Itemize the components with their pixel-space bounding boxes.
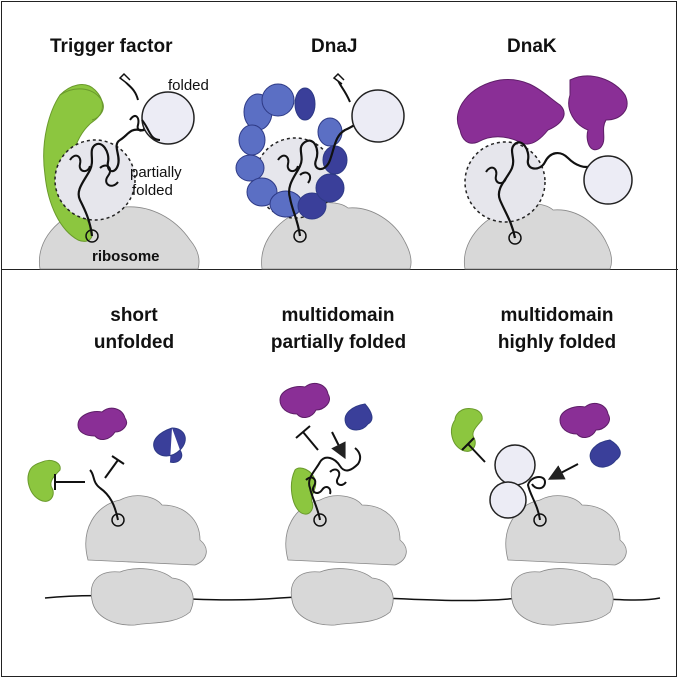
title-dnak: DnaK — [507, 36, 557, 57]
dnak-small-1 — [77, 407, 128, 440]
dnak-small-2 — [279, 383, 330, 418]
folded-domain-bottom-2 — [489, 481, 527, 519]
nascent-chain-short — [89, 469, 119, 521]
folding-zone-tf — [54, 139, 136, 221]
folded-domain-dnak — [583, 155, 633, 205]
folded-domain-dnaj — [351, 89, 405, 143]
nascent-chain-partial — [308, 447, 362, 521]
ribosome-top-2 — [261, 202, 412, 270]
ribosome-bottom-1 — [85, 495, 207, 626]
nascent-chain-tf — [77, 120, 163, 237]
label-folded-2: folded — [132, 182, 173, 199]
title-multidomain-2: multidomain — [500, 305, 614, 326]
title-dnaj: DnaJ — [311, 36, 358, 57]
title-highly-folded: highly folded — [497, 332, 617, 353]
title-short: short — [110, 305, 158, 326]
title-partially-folded: partially folded — [270, 332, 407, 353]
inhibit-line-tf-3 — [467, 443, 486, 463]
label-partially: partially — [130, 164, 182, 181]
ribosome-bottom-2 — [285, 495, 407, 626]
ribosome-bottom-3 — [505, 495, 627, 626]
dnaj-small-3 — [589, 439, 621, 468]
nascent-chain-folded — [526, 476, 547, 521]
dnak-small-3 — [559, 403, 610, 438]
panel-divider — [1, 269, 678, 270]
folded-domain-tf — [141, 91, 195, 145]
inhibit-line-dnak-1 — [104, 459, 119, 479]
tf-small-1 — [27, 459, 61, 502]
dnaj-small-2 — [344, 403, 373, 431]
nascent-chain-dnaj — [288, 120, 369, 237]
title-multidomain-1: multidomain — [281, 305, 395, 326]
dnak-protein — [456, 78, 565, 145]
activate-arrow-dnaj-2 — [331, 431, 346, 460]
title-unfolded: unfolded — [93, 332, 175, 353]
folded-domain-bottom-1 — [494, 444, 536, 486]
dnaj-small-1 — [153, 427, 186, 463]
label-ribosome: ribosome — [92, 248, 160, 265]
label-folded: folded — [168, 77, 209, 94]
activate-arrow-dnaj-3 — [547, 463, 579, 480]
tf-small-3 — [451, 407, 483, 452]
title-trigger-factor: Trigger factor — [50, 36, 173, 57]
inhibit-line-dnak-2 — [302, 431, 319, 451]
nascent-chain-dnak — [497, 141, 596, 239]
